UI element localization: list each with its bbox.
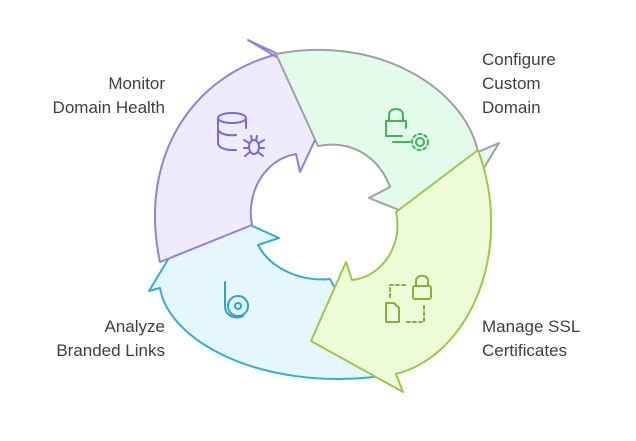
lock-gear-icon xyxy=(385,108,429,151)
label-configure-custom-domain: Configure Custom Domain xyxy=(482,48,556,120)
label-monitor-domain-health: Monitor Domain Health xyxy=(53,72,165,120)
label-line: Manage SSL xyxy=(482,317,581,336)
label-line: Domain xyxy=(482,98,541,117)
label-line: Analyze xyxy=(104,317,165,336)
label-line: Domain Health xyxy=(52,98,165,117)
label-manage-ssl-certificates: Manage SSL Certificates xyxy=(482,315,580,363)
ssl-certificate-icon xyxy=(385,274,432,323)
label-analyze-branded-links: Analyze Branded Links xyxy=(56,315,165,363)
label-line: Branded Links xyxy=(56,341,165,360)
arrow-segment-ssl xyxy=(310,149,493,393)
label-line: Custom xyxy=(482,74,541,93)
label-line: Monitor xyxy=(108,74,165,93)
label-line: Configure xyxy=(482,50,556,69)
branded-link-icon xyxy=(224,281,249,319)
label-line: Certificates xyxy=(482,341,568,360)
database-bug-icon xyxy=(217,112,265,157)
